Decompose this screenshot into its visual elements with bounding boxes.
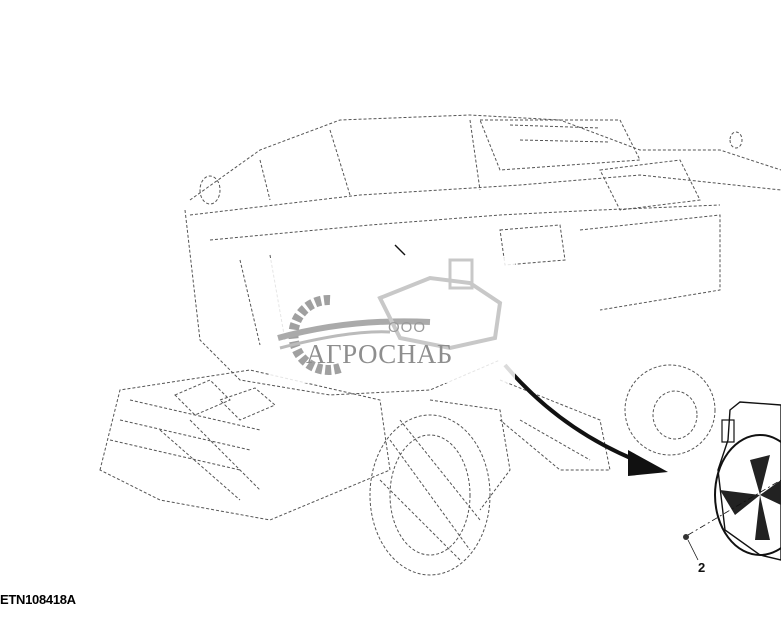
screw-icon: [683, 534, 689, 540]
front-wheel: [369, 399, 511, 576]
fan-assembly: [683, 401, 781, 561]
figure-id-label: ETN108418A: [0, 592, 76, 607]
direction-arrow: [394, 244, 668, 476]
watermark-prefix: ООО: [388, 319, 427, 336]
rear-wheel: [499, 364, 716, 471]
watermark-logo: [270, 258, 515, 383]
combine-body: [184, 114, 781, 396]
callout-label: 2: [698, 560, 706, 575]
watermark-name: АГРОСНАБ: [306, 339, 453, 369]
combine-tracks: [99, 369, 391, 521]
